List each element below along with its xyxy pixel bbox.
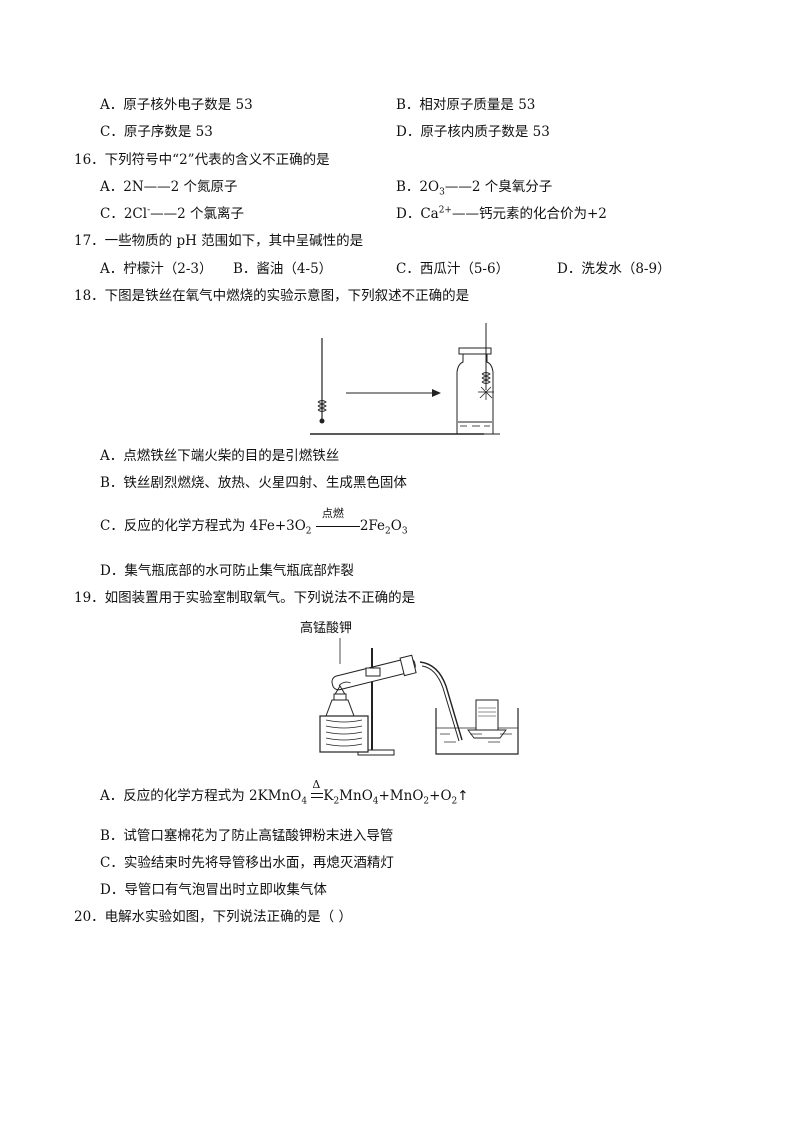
q15-option-a: A．原子核外电子数是 53 xyxy=(100,97,253,113)
q19-option-a: A．反应的化学方程式为 2KMnO4 Δ K2MnO4+MnO2+O2↑ xyxy=(100,777,469,807)
q18-option-c: C．反应的化学方程式为 4Fe+3O2 点燃 2Fe2O3 xyxy=(100,506,408,537)
q18-stem: 18．下图是铁丝在氧气中燃烧的实验示意图，下列叙述不正确的是 xyxy=(74,288,470,304)
q20-stem: 20．电解水实验如图，下列说法正确的是（ ） xyxy=(74,909,352,925)
q17-option-a: A．柠檬汁（2-3） xyxy=(100,261,213,277)
q17-option-c: C．西瓜汁（5-6） xyxy=(396,261,510,277)
q16-option-b: B．2O3——2 个臭氧分子 xyxy=(396,179,553,198)
q16-option-a: A．2N——2 个氮原子 xyxy=(100,179,238,195)
q16-option-d: D．Ca2+——钙元素的化合价为+2 xyxy=(396,205,607,222)
q18-option-b: B．铁丝剧烈燃烧、放热、火星四射、生成黑色固体 xyxy=(100,475,407,491)
oxygen-preparation-apparatus-figure xyxy=(319,638,519,756)
q18-option-d: D．集气瓶底部的水可防止集气瓶底部炸裂 xyxy=(100,563,354,579)
q17-option-d: D．洗发水（8-9） xyxy=(557,261,671,277)
q19-option-b: B．试管口塞棉花为了防止高锰酸钾粉末进入导管 xyxy=(100,828,394,844)
q15-option-c: C．原子序数是 53 xyxy=(100,124,213,140)
q18-option-a: A．点燃铁丝下端火柴的目的是引燃铁丝 xyxy=(100,448,340,464)
q15-option-b: B．相对原子质量是 53 xyxy=(396,97,536,113)
q17-option-b: B．酱油（4-5） xyxy=(233,261,333,277)
q15-option-d: D．原子核内质子数是 53 xyxy=(396,124,550,140)
q19-figure-label: 高锰酸钾 xyxy=(300,621,353,636)
reaction-condition-heat: Δ xyxy=(311,778,324,806)
reaction-condition: 点燃 xyxy=(315,507,360,536)
q19-option-c: C．实验结束时先将导管移出水面，再熄灭酒精灯 xyxy=(100,855,394,871)
iron-wire-combustion-figure xyxy=(310,323,500,435)
q19-stem: 19．如图装置用于实验室制取氧气。下列说法不正确的是 xyxy=(74,590,416,606)
q16-option-c: C．2Cl-——2 个氯离子 xyxy=(100,205,245,222)
q19-option-d: D．导管口有气泡冒出时立即收集气体 xyxy=(100,882,327,898)
q17-stem: 17．一些物质的 pH 范围如下，其中呈碱性的是 xyxy=(74,233,364,249)
q16-stem: 16．下列符号中“2”代表的含义不正确的是 xyxy=(74,152,330,168)
